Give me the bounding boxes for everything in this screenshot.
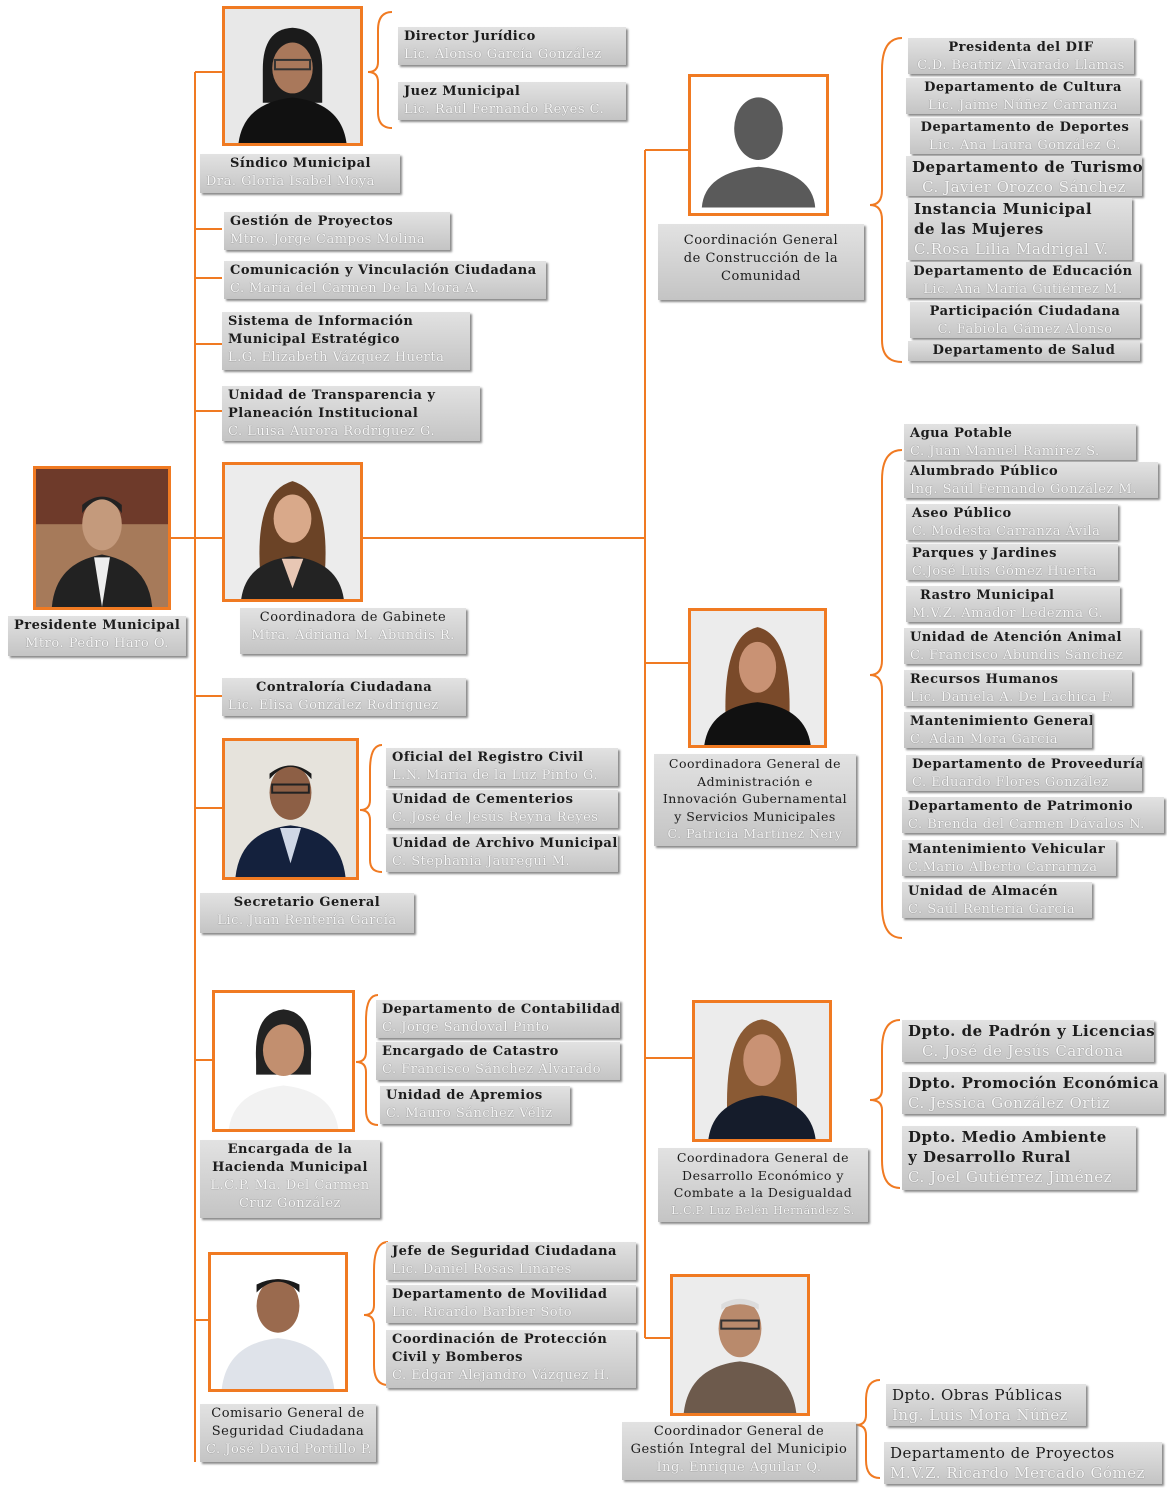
construccion-photo bbox=[688, 74, 829, 216]
portrait-icon bbox=[215, 993, 352, 1129]
secretario-sub-cementerios: Unidad de Cementerios C. José de Jesús R… bbox=[386, 790, 618, 828]
construccion-card: Coordinación General de Construcción de … bbox=[658, 224, 864, 300]
silhouette-icon bbox=[691, 77, 826, 213]
economico-photo bbox=[692, 1000, 832, 1142]
administracion-photo bbox=[688, 608, 827, 748]
construccion-sub-salud: Departamento de Salud bbox=[908, 341, 1140, 361]
seguridad-sub-movilidad: Departamento de Movilidad Lic. Ricardo B… bbox=[386, 1285, 636, 1323]
sindico-sub-juridico: Director Jurídico Lic. Alonso García Gon… bbox=[398, 27, 626, 65]
gestion-photo bbox=[670, 1274, 810, 1416]
gabinete-photo bbox=[222, 462, 363, 602]
sindico-name: Dra. Gloria Isabel Moya bbox=[206, 174, 375, 189]
unit-sistema-informacion: Sistema de Información Municipal Estraté… bbox=[222, 312, 470, 370]
unit-transparencia: Unidad de Transparencia y Planeación Ins… bbox=[222, 386, 480, 441]
seguridad-photo bbox=[208, 1252, 348, 1392]
president-card: Presidente Municipal Mtro. Pedro Haro O. bbox=[8, 616, 186, 656]
portrait-icon bbox=[36, 469, 168, 607]
sindico-photo bbox=[222, 6, 363, 146]
gestion-card: Coordinador General de Gestión Integral … bbox=[622, 1422, 856, 1480]
sindico-sub-juez: Juez Municipal Lic. Raúl Fernando Reyes … bbox=[398, 82, 626, 120]
portrait-icon bbox=[225, 465, 360, 599]
economico-card: Coordinadora General de Desarrollo Econó… bbox=[658, 1148, 868, 1222]
unit-gestion-proyectos: Gestión de Proyectos Mtro. Jorge Campos … bbox=[224, 212, 450, 250]
portrait-icon bbox=[211, 1255, 345, 1389]
contraloria-card: Contraloría Ciudadana Lic. Elisa Gonzále… bbox=[222, 678, 466, 716]
seguridad-sub-jefe: Jefe de Seguridad Ciudadana Lic. Daniel … bbox=[386, 1242, 636, 1280]
secretario-photo bbox=[222, 738, 359, 880]
unit-comunicacion: Comunicación y Vinculación Ciudadana C. … bbox=[224, 261, 546, 299]
seguridad-sub-proteccion: Coordinación de Protección Civil y Bombe… bbox=[386, 1330, 636, 1388]
secretario-sub-archivo: Unidad de Archivo Municipal C. Stephania… bbox=[386, 834, 618, 872]
hacienda-photo bbox=[212, 990, 355, 1132]
president-photo bbox=[33, 466, 171, 610]
portrait-icon bbox=[695, 1003, 829, 1139]
sindico-title: Síndico Municipal bbox=[230, 156, 371, 171]
secretario-card: Secretario General Lic. Juan Rentería Ga… bbox=[200, 893, 414, 933]
hacienda-sub-contabilidad: Departamento de Contabilidad C. Jorge Sa… bbox=[376, 1000, 620, 1038]
portrait-icon bbox=[691, 611, 824, 745]
hacienda-sub-apremios: Unidad de Apremios C. Mauro Sánchez Véli… bbox=[380, 1086, 570, 1124]
president-title: Presidente Municipal bbox=[14, 618, 181, 633]
sindico-card: Síndico Municipal Dra. Gloria Isabel Moy… bbox=[200, 154, 400, 193]
administracion-card: Coordinadora General de Administración e… bbox=[654, 754, 856, 846]
hacienda-sub-catastro: Encargado de Catastro C. Francisco Sánch… bbox=[376, 1042, 620, 1080]
portrait-icon bbox=[225, 741, 356, 877]
secretario-sub-registro: Oficial del Registro Civil L.N. María de… bbox=[386, 748, 618, 786]
president-name: Mtro. Pedro Haro O. bbox=[25, 636, 169, 651]
hacienda-card: Encargada de la Hacienda Municipal L.C.P… bbox=[200, 1140, 380, 1218]
portrait-icon bbox=[225, 9, 360, 143]
gabinete-card: Coordinadora de Gabinete Mtra. Adriana M… bbox=[240, 608, 466, 654]
portrait-icon bbox=[673, 1277, 807, 1413]
seguridad-card: Comisario General de Seguridad Ciudadana… bbox=[200, 1404, 376, 1462]
